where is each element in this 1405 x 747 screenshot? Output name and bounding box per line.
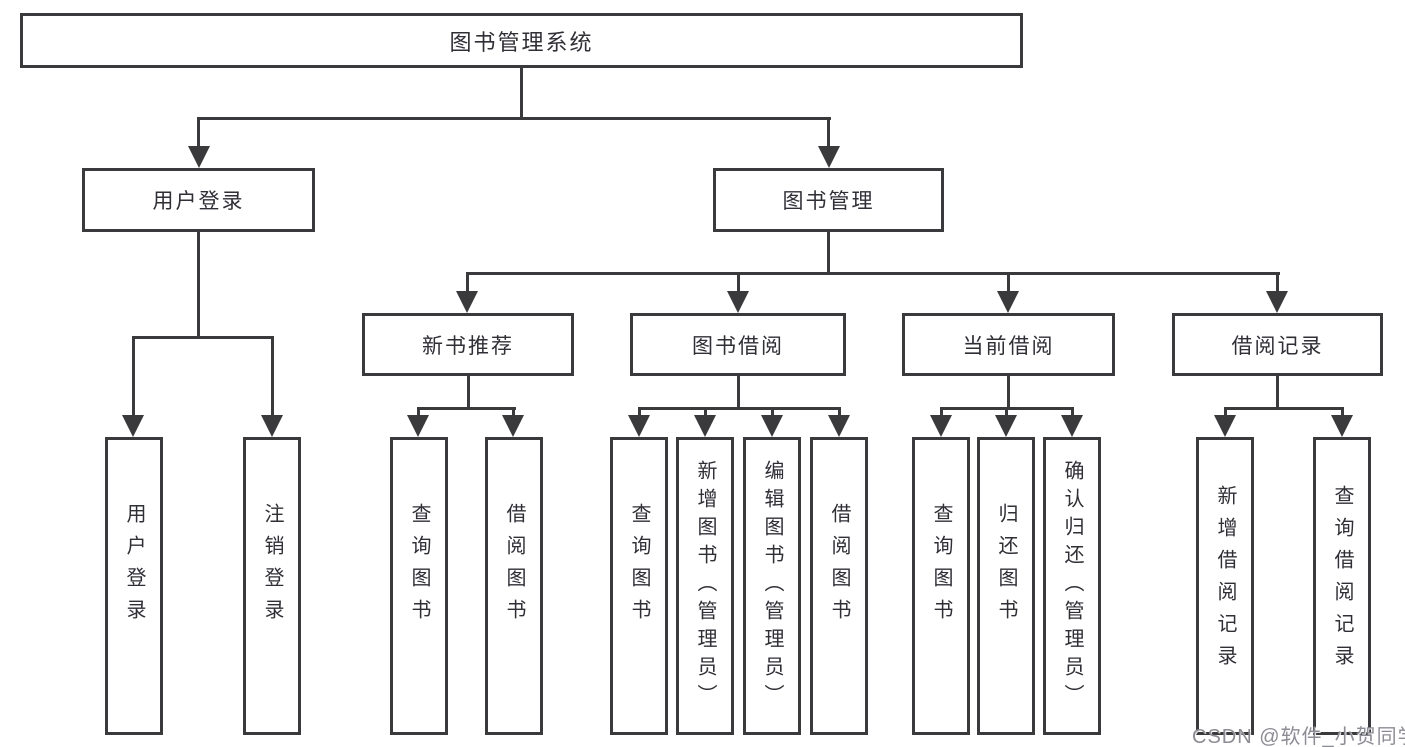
node-root: 图书管理系统 — [20, 13, 1023, 68]
leaf-recommend-query-book-label: 查询图书 — [408, 503, 430, 631]
leaf-current-return-book-label: 归还图书 — [995, 503, 1017, 631]
node-borrowing-records-label: 借阅记录 — [1231, 334, 1324, 358]
connector-drop — [512, 407, 515, 417]
leaf-recommend-borrow-book: 借阅图书 — [485, 437, 543, 735]
arrow-down-icon — [694, 415, 716, 437]
node-book-management-label: 图书管理 — [782, 190, 875, 213]
leaf-recommend-query-book: 查询图书 — [390, 437, 448, 735]
connector-drop — [940, 407, 943, 417]
connector-drop — [417, 407, 420, 417]
leaf-borrowing-edit-book: 编辑图书（管理员） — [743, 437, 801, 735]
connector-drop — [838, 407, 841, 417]
connector-borrowing-records-bar — [1224, 407, 1344, 410]
leaf-current-query-book: 查询图书 — [912, 437, 970, 735]
leaf-borrowing-edit-book-label: 编辑图书（管理员） — [761, 460, 783, 712]
connector-new-book-recommend-stem — [467, 376, 470, 410]
arrow-down-icon — [407, 415, 429, 437]
arrow-down-icon — [122, 415, 144, 437]
csdn-watermark: CSDN @软件_小贺同学 — [1192, 726, 1405, 747]
node-book-borrowing: 图书借阅 — [630, 313, 846, 376]
connector-drop — [638, 407, 641, 417]
connector-book-management-bar — [467, 272, 1280, 275]
connector-drop — [1005, 407, 1008, 417]
node-book-management: 图书管理 — [713, 168, 944, 232]
arrow-down-icon — [818, 146, 840, 168]
connector-book-management-stem — [827, 232, 830, 275]
node-current-borrowing-label: 当前借阅 — [962, 334, 1055, 358]
arrow-down-icon — [761, 415, 783, 437]
leaf-records-query-record: 查询借阅记录 — [1313, 437, 1371, 735]
arrow-down-icon — [1266, 291, 1288, 313]
arrow-down-icon — [1214, 415, 1236, 437]
leaf-records-add-record-label: 新增借阅记录 — [1214, 485, 1236, 677]
leaf-user-login: 用户登录 — [105, 437, 163, 735]
connector-drop-user-login — [197, 117, 200, 150]
leaf-records-add-record: 新增借阅记录 — [1196, 437, 1254, 735]
connector-root-stem — [520, 68, 523, 117]
arrow-down-icon — [628, 415, 650, 437]
node-user-login-label: 用户登录 — [152, 190, 245, 213]
connector-book-borrowing-stem — [737, 376, 740, 410]
leaf-current-return-book: 归还图书 — [977, 437, 1035, 735]
connector-drop-borrowing-records — [1276, 272, 1279, 293]
leaf-logout-label: 注销登录 — [261, 503, 283, 631]
connector-borrowing-records-stem — [1276, 376, 1279, 410]
leaf-records-query-record-label: 查询借阅记录 — [1331, 485, 1353, 677]
node-new-book-recommend: 新书推荐 — [362, 313, 574, 376]
leaf-borrowing-add-book-label: 新增图书（管理员） — [694, 460, 716, 712]
arrow-down-icon — [997, 291, 1019, 313]
node-book-borrowing-label: 图书借阅 — [692, 334, 784, 358]
connector-current-borrowing-stem — [1007, 376, 1010, 410]
connector-drop-new-book-recommend — [466, 272, 469, 293]
leaf-borrowing-borrow-book: 借阅图书 — [810, 437, 868, 735]
leaf-current-confirm-return: 确认归还（管理员） — [1043, 437, 1101, 735]
leaf-current-confirm-return-label: 确认归还（管理员） — [1061, 460, 1083, 712]
connector-drop-book-management — [827, 117, 830, 150]
node-current-borrowing: 当前借阅 — [902, 313, 1115, 376]
node-new-book-recommend-label: 新书推荐 — [422, 334, 514, 358]
leaf-borrowing-query-book: 查询图书 — [610, 437, 668, 735]
connector-drop-leaf-logout — [271, 336, 274, 416]
arrow-down-icon — [188, 146, 210, 168]
leaf-borrowing-add-book: 新增图书（管理员） — [676, 437, 734, 735]
arrow-down-icon — [456, 291, 478, 313]
connector-user-login-bar — [132, 336, 274, 339]
connector-book-borrowing-bar — [638, 407, 841, 410]
leaf-user-login-label: 用户登录 — [123, 503, 145, 631]
arrow-down-icon — [828, 415, 850, 437]
leaf-borrowing-query-book-label: 查询图书 — [628, 503, 650, 631]
connector-drop — [1071, 407, 1074, 417]
connector-drop-current-borrowing — [1007, 272, 1010, 293]
arrow-down-icon — [727, 291, 749, 313]
node-borrowing-records: 借阅记录 — [1172, 313, 1383, 376]
connector-drop — [771, 407, 774, 417]
connector-new-book-recommend-bar — [417, 407, 516, 410]
connector-drop-leaf-user-login — [132, 336, 135, 416]
arrow-down-icon — [1331, 415, 1353, 437]
connector-drop — [1224, 407, 1227, 417]
arrow-down-icon — [995, 415, 1017, 437]
arrow-down-icon — [502, 415, 524, 437]
connector-user-login-stem — [197, 232, 200, 336]
connector-drop-book-borrowing — [737, 272, 740, 293]
leaf-borrowing-borrow-book-label: 借阅图书 — [828, 503, 850, 631]
connector-drop — [1341, 407, 1344, 417]
node-user-login: 用户登录 — [82, 168, 315, 232]
connector-root-bar — [197, 117, 831, 120]
node-root-label: 图书管理系统 — [449, 29, 594, 55]
connector-drop — [704, 407, 707, 417]
leaf-logout: 注销登录 — [243, 437, 301, 735]
leaf-recommend-borrow-book-label: 借阅图书 — [503, 503, 525, 631]
arrow-down-icon — [261, 415, 283, 437]
arrow-down-icon — [1061, 415, 1083, 437]
leaf-current-query-book-label: 查询图书 — [930, 503, 952, 631]
arrow-down-icon — [930, 415, 952, 437]
